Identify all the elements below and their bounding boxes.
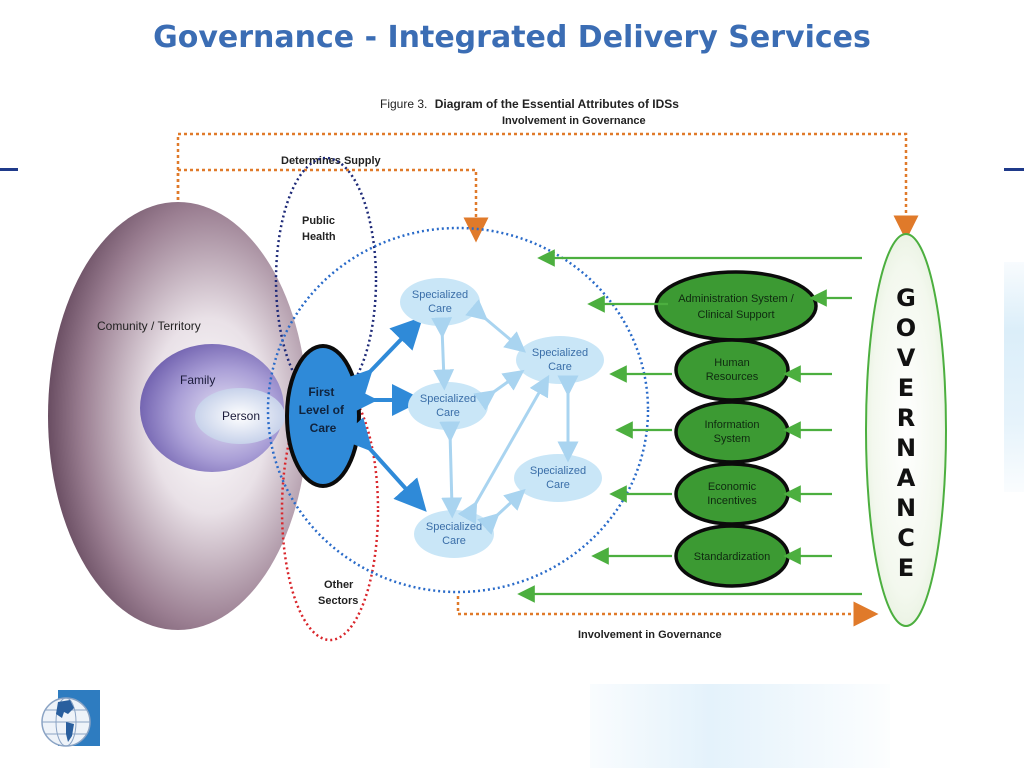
governance-letter-6: A xyxy=(897,464,916,492)
governance-letter-2: V xyxy=(897,344,916,372)
first-level-line-2: Level of xyxy=(299,403,345,417)
attr3-line2: Incentives xyxy=(707,495,757,507)
specialized-care-node-1 xyxy=(400,278,480,326)
spec2-line2: Care xyxy=(548,361,572,373)
governance-green-arrows xyxy=(517,249,862,603)
attribute-label-4: Standardization xyxy=(694,551,770,563)
community-territory-label: Comunity / Territory xyxy=(97,319,201,333)
attribute-economic-incentives xyxy=(674,462,790,526)
attr2-line1: Information xyxy=(704,419,759,431)
attr3-line1: Economic xyxy=(708,481,757,493)
attribute-admin-system xyxy=(654,270,818,342)
other-sectors-label: Other Sectors xyxy=(318,579,358,607)
specialized-care-connectors xyxy=(431,299,579,535)
left-accent-rule xyxy=(0,168,18,171)
attr0-line1: Administration System / xyxy=(678,293,794,305)
ids-diagram: Figure 3. Diagram of the Essential Attri… xyxy=(48,97,947,642)
other-sectors-line-1: Other xyxy=(324,579,354,591)
attribute-information-system xyxy=(674,400,790,464)
globe-logo-icon xyxy=(41,690,100,747)
slide-title: Governance - Integrated Delivery Service… xyxy=(153,20,871,55)
governance-letter-3: E xyxy=(898,374,914,402)
first-level-of-care-label: First Level of Care xyxy=(299,385,348,435)
governance-letter-8: C xyxy=(897,524,915,552)
attr1-line1: Human xyxy=(714,357,749,369)
first-level-line-1: First xyxy=(308,385,334,399)
figure-caption: Figure 3. Diagram of the Essential Attri… xyxy=(380,97,679,111)
governance-letter-1: O xyxy=(896,314,916,342)
spec5-line1: Specialized xyxy=(426,521,482,533)
attr2-line2: System xyxy=(714,433,751,445)
right-decoration xyxy=(1004,262,1024,492)
bottom-decoration xyxy=(590,684,890,768)
spec3-line2: Care xyxy=(436,407,460,419)
determines-supply-arrow xyxy=(176,168,489,243)
specialized-care-node-2 xyxy=(516,336,604,384)
attribute-labels: Administration System /Clinical Support … xyxy=(678,293,794,563)
figure-caption-title: Diagram of the Essential Attributes of I… xyxy=(435,97,680,111)
spec3-line1: Specialized xyxy=(420,393,476,405)
public-health-line-2: Health xyxy=(302,231,336,243)
involvement-bottom-label: Involvement in Governance xyxy=(578,629,722,641)
attribute-column xyxy=(654,270,818,588)
governance-letter-5: N xyxy=(896,434,916,462)
governance-letter-4: R xyxy=(897,404,915,432)
involvement-bottom-arrow xyxy=(456,596,879,627)
governance-letter-7: N xyxy=(896,494,916,522)
spec1-line1: Specialized xyxy=(412,289,468,301)
attribute-human-resources xyxy=(674,338,790,402)
spec2-line1: Specialized xyxy=(532,347,588,359)
attr4-line1: Standardization xyxy=(694,551,770,563)
attr1-line2: Resources xyxy=(706,371,759,383)
involvement-top-label: Involvement in Governance xyxy=(502,115,646,127)
governance-letter-9: E xyxy=(898,554,914,582)
governance-ellipse xyxy=(865,233,947,627)
governance-letters: G O V E R N A N C E xyxy=(896,284,916,582)
other-sectors-line-2: Sectors xyxy=(318,595,358,607)
right-accent-rule xyxy=(1004,168,1024,171)
arrow-first-to-spec-top xyxy=(339,316,424,403)
first-level-line-3: Care xyxy=(310,421,337,435)
first-level-arrows xyxy=(339,316,427,512)
person-ellipse xyxy=(195,388,285,444)
services-network-circle xyxy=(266,226,650,594)
specialized-care-node-3 xyxy=(408,382,488,430)
involvement-top-arrow xyxy=(176,132,919,241)
figure-caption-prefix: Figure 3. xyxy=(380,97,427,111)
arrow-first-to-spec-low xyxy=(339,417,427,512)
spec1-line2: Care xyxy=(428,303,452,315)
specialized-care-node-4 xyxy=(514,454,602,502)
family-label: Family xyxy=(180,373,215,387)
spec4-line2: Care xyxy=(546,479,570,491)
spec5-line2: Care xyxy=(442,535,466,547)
spec4-line1: Specialized xyxy=(530,465,586,477)
specialized-care-node-5 xyxy=(414,510,494,558)
public-health-line-1: Public xyxy=(302,215,335,227)
governance-letter-0: G xyxy=(896,284,916,312)
determines-supply-label: Determines Supply xyxy=(281,155,382,167)
person-label: Person xyxy=(222,409,260,423)
attribute-label-0: Administration System / Clinical Support xyxy=(678,293,794,321)
attr0-line2: Clinical Support xyxy=(697,309,774,321)
public-health-label: Public Health xyxy=(302,215,338,243)
